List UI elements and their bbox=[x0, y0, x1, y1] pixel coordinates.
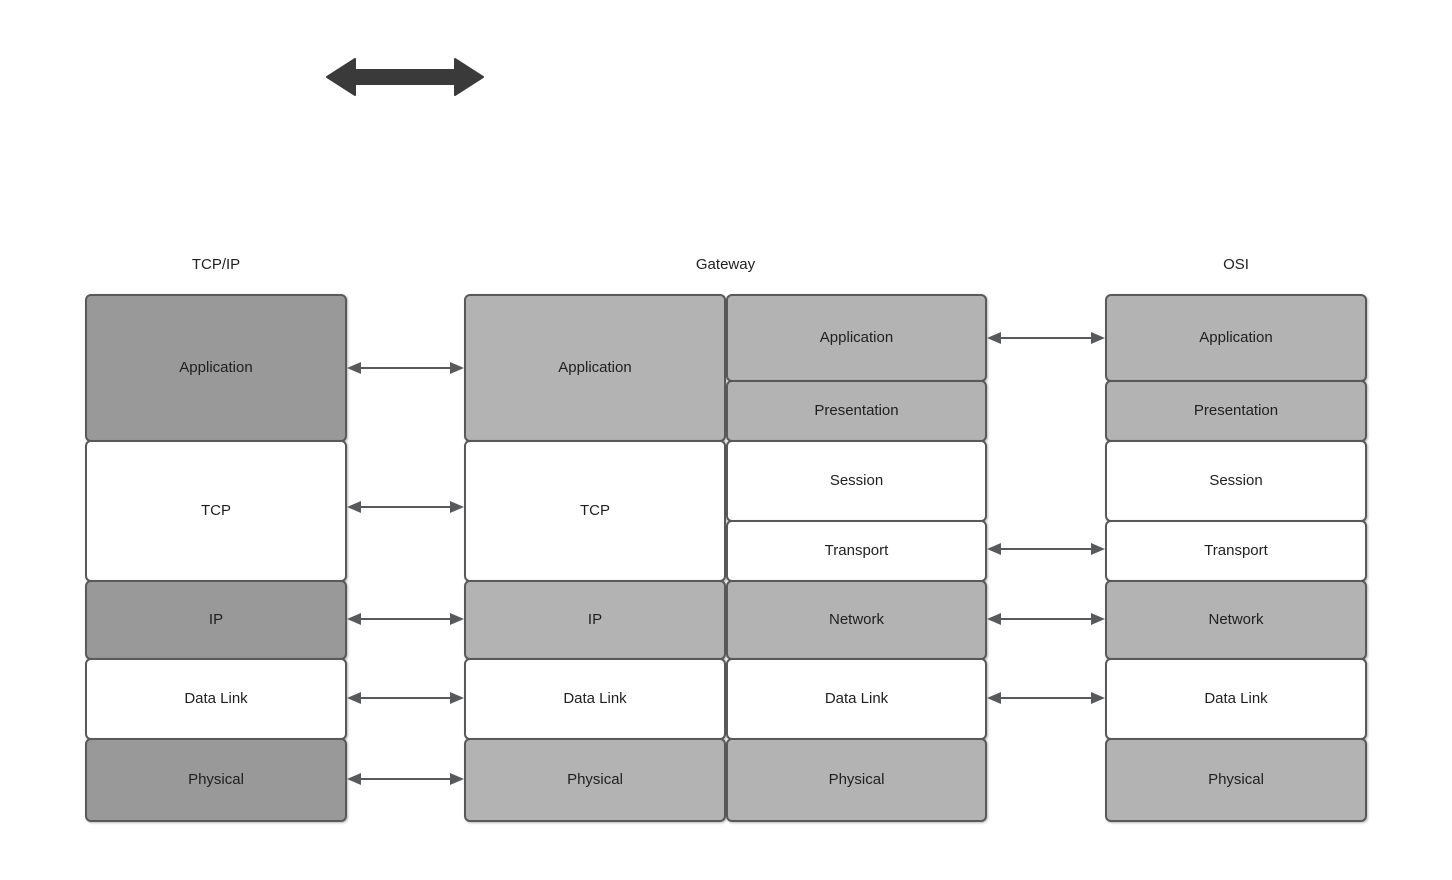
gateway-left-layer-physical: Physical bbox=[464, 738, 726, 822]
column-title-tcpip: TCP/IP bbox=[191, 256, 241, 273]
osi-layer-session: Session bbox=[1105, 440, 1367, 522]
gateway-right-layer-data-link: Data Link bbox=[726, 658, 987, 740]
gateway-left-layer-application: Application bbox=[464, 294, 726, 442]
osi-layer-application: Application bbox=[1105, 294, 1367, 382]
double-headed-arrow-icon bbox=[325, 52, 485, 102]
gateway-right-layer-session: Session bbox=[726, 440, 987, 522]
gateway-left-layer-tcp: TCP bbox=[464, 440, 726, 582]
column-title-gateway: Gateway bbox=[695, 256, 756, 273]
gateway-left-layer-data-link: Data Link bbox=[464, 658, 726, 740]
connector-gateway-osi-application bbox=[987, 327, 1105, 349]
connector-gateway-osi-data-link bbox=[987, 687, 1105, 709]
connector-tcpip-gateway-data-link bbox=[347, 687, 464, 709]
gateway-right-layer-application: Application bbox=[726, 294, 987, 382]
connector-tcpip-gateway-tcp bbox=[347, 496, 464, 518]
tcpip-layer-tcp: TCP bbox=[85, 440, 347, 582]
osi-layer-data-link: Data Link bbox=[1105, 658, 1367, 740]
tcpip-layer-physical: Physical bbox=[85, 738, 347, 822]
osi-layer-physical: Physical bbox=[1105, 738, 1367, 822]
gateway-right-layer-network: Network bbox=[726, 580, 987, 660]
connector-tcpip-gateway-application bbox=[347, 357, 464, 379]
connector-tcpip-gateway-ip bbox=[347, 608, 464, 630]
osi-layer-presentation: Presentation bbox=[1105, 380, 1367, 442]
connector-gateway-osi-transport bbox=[987, 538, 1105, 560]
osi-layer-network: Network bbox=[1105, 580, 1367, 660]
tcpip-layer-data-link: Data Link bbox=[85, 658, 347, 740]
gateway-right-layer-presentation: Presentation bbox=[726, 380, 987, 442]
gateway-left-layer-ip: IP bbox=[464, 580, 726, 660]
tcpip-layer-application: Application bbox=[85, 294, 347, 442]
gateway-right-layer-transport: Transport bbox=[726, 520, 987, 582]
connector-gateway-osi-network bbox=[987, 608, 1105, 630]
column-title-osi: OSI bbox=[1223, 256, 1249, 273]
osi-layer-transport: Transport bbox=[1105, 520, 1367, 582]
connector-tcpip-gateway-physical bbox=[347, 768, 464, 790]
tcpip-layer-ip: IP bbox=[85, 580, 347, 660]
gateway-right-layer-physical: Physical bbox=[726, 738, 987, 822]
